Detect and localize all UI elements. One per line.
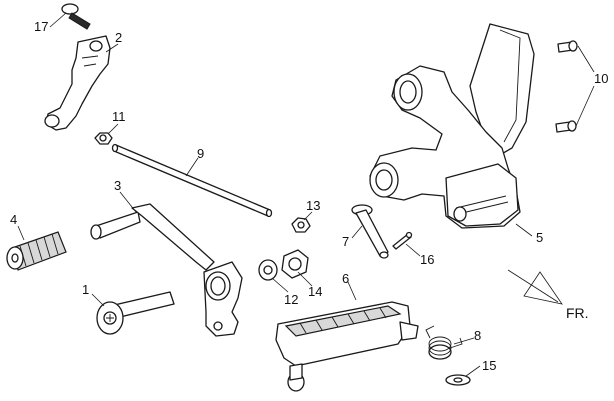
callout-17: 17	[34, 19, 48, 34]
part-11-nut	[94, 132, 113, 145]
callout-14: 14	[308, 284, 322, 299]
part-2-shift-arm	[44, 35, 111, 131]
callout-8: 8	[474, 328, 481, 343]
part-7-pin	[351, 204, 389, 259]
callout-1: 1	[82, 282, 89, 297]
callout-6: 6	[342, 271, 349, 286]
callout-15: 15	[482, 358, 496, 373]
part-16-cotter-pin	[392, 231, 413, 250]
fr-label: FR.	[566, 305, 589, 321]
part-14-nut	[281, 249, 309, 279]
callout-10: 10	[594, 71, 608, 86]
front-direction-indicator: FR.	[507, 269, 589, 321]
callout-4: 4	[10, 212, 17, 227]
part-9-shift-rod	[111, 143, 273, 218]
part-1-pivot-bolt	[96, 291, 175, 335]
part-6-footpeg	[275, 301, 419, 392]
leader-lines	[17, 12, 595, 377]
part-10-bolts	[555, 40, 578, 133]
callout-labels: 17 2 11 9 3 4 1 13 12 14 7 16 5 6 8 15 1…	[10, 19, 608, 373]
part-3-gear-lever	[90, 203, 243, 337]
callout-7: 7	[342, 234, 349, 249]
callout-12: 12	[284, 292, 298, 307]
callout-9: 9	[197, 146, 204, 161]
callout-11: 11	[112, 109, 126, 124]
part-8-spring	[425, 325, 463, 360]
callout-5: 5	[536, 230, 543, 245]
callout-2: 2	[115, 30, 122, 45]
part-5-footrest-bracket	[369, 23, 535, 229]
callout-3: 3	[114, 178, 121, 193]
part-13-nut	[291, 217, 311, 233]
callout-16: 16	[420, 252, 434, 267]
part-4-rubber-peg	[6, 231, 67, 271]
callout-13: 13	[306, 198, 320, 213]
part-17-bolt	[61, 3, 91, 30]
part-12-washer	[258, 259, 278, 281]
part-15-washer	[445, 374, 471, 386]
